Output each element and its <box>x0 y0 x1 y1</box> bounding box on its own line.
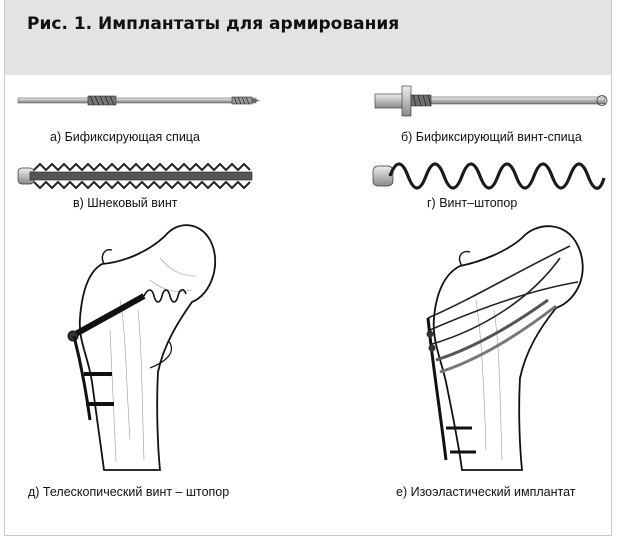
bifixing-wire-illustration <box>18 96 260 105</box>
caption-e: е) Изоэластический имплантат <box>396 485 576 499</box>
caption-b: б) Бификсирующий винт-спица <box>401 130 582 144</box>
bifixing-screw-wire-illustration <box>375 86 607 116</box>
caption-v: в) Шнековый винт <box>73 196 177 210</box>
femur-isoelastic-implant-illustration <box>427 226 583 470</box>
auger-screw-illustration <box>18 164 252 188</box>
caption-d: д) Телескопический винт – штопор <box>28 485 229 499</box>
femur-telescopic-screw-illustration <box>68 225 215 470</box>
caption-a: а) Бификсирующая спица <box>50 130 200 144</box>
caption-g: г) Винт–штопор <box>427 196 517 210</box>
corkscrew-screw-illustration <box>373 164 604 188</box>
